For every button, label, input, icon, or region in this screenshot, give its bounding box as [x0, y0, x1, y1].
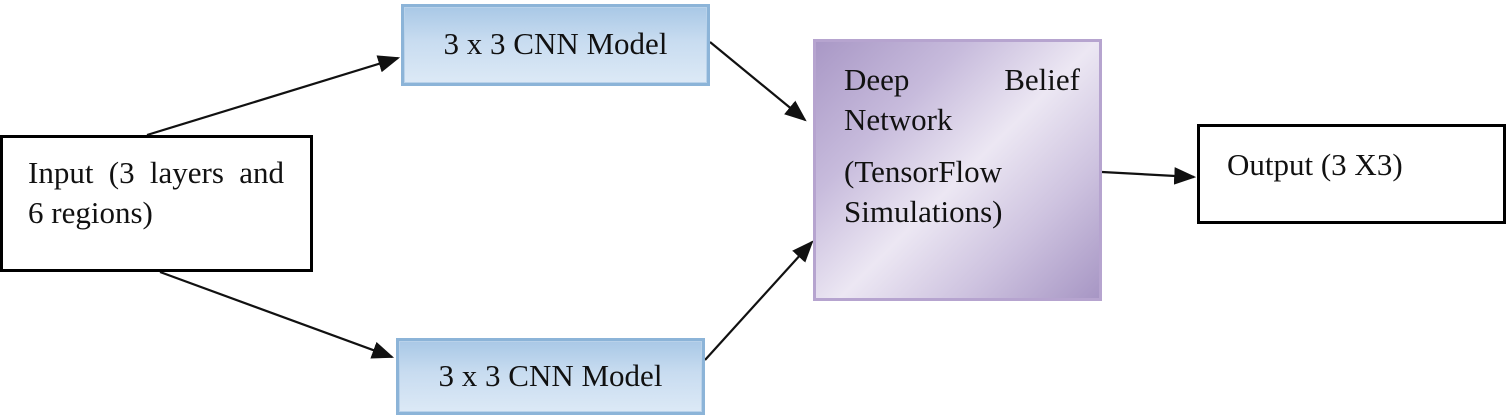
deep-belief-network-title: Deep Belief Network: [844, 62, 1080, 137]
arrow-input-to-cnn-bottom: [159, 270, 395, 359]
output-node: Output (3 X3): [1197, 124, 1506, 224]
cnn-model-bottom-label: 3 x 3 CNN Model: [438, 358, 663, 393]
arrow-cnn-top-to-dbn: [709, 41, 807, 122]
cnn-model-top-label: 3 x 3 CNN Model: [443, 26, 668, 61]
deep-belief-network-node: Deep Belief Network (TensorFlow Simulati…: [813, 39, 1102, 301]
output-node-label: Output (3 X3): [1227, 147, 1403, 182]
cnn-model-top-node: 3 x 3 CNN Model: [401, 4, 710, 86]
arrow-cnn-bottom-to-dbn: [704, 240, 814, 361]
arrow-dbn-to-output: [1101, 167, 1197, 185]
cnn-model-bottom-node: 3 x 3 CNN Model: [396, 338, 705, 415]
arrow-input-to-cnn-top: [146, 55, 401, 137]
input-node: [0, 135, 313, 272]
input-node-label: Input (3 layers and 6 regions): [28, 155, 284, 230]
deep-belief-network-subtitle: (TensorFlow Simulations): [844, 154, 1003, 229]
